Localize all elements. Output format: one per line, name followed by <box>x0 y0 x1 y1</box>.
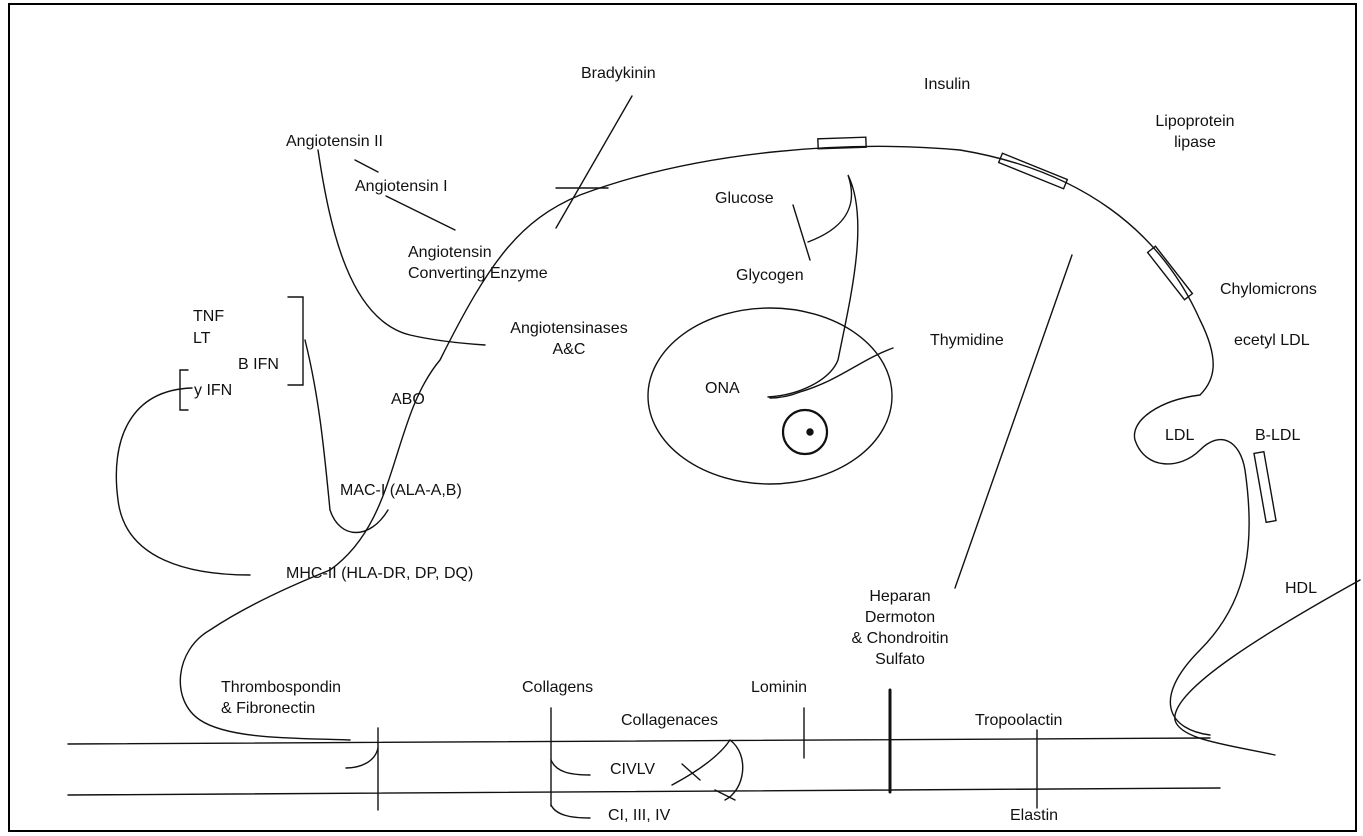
label-civlv: CIVLV <box>610 759 655 780</box>
lipase-receptor <box>999 153 1068 188</box>
label-mhc-ii: MHC-II (HLA-DR, DP, DQ) <box>286 563 473 584</box>
nucleolus <box>783 410 827 454</box>
label-angiotensinases: Angiotensinases A&C <box>504 318 634 360</box>
label-thrombospondin: Thrombospondin & Fibronectin <box>221 677 341 719</box>
label-glycogen: Glycogen <box>736 265 804 286</box>
civlv-hook <box>551 760 590 775</box>
nucleus <box>648 308 892 484</box>
thymidine-curve <box>770 348 893 398</box>
cell-membrane <box>180 146 1249 740</box>
nucleolus-dot <box>807 429 813 435</box>
label-thymidine: Thymidine <box>930 330 1004 351</box>
angio-ii-connector <box>355 160 378 172</box>
label-hdl: HDL <box>1285 578 1317 599</box>
label-collagenaces: Collagenaces <box>621 710 718 731</box>
basement-line-upper <box>68 738 1210 744</box>
label-b-ifn: B IFN <box>238 354 279 375</box>
glycogen-hook <box>768 175 858 397</box>
label-collagens: Collagens <box>522 677 593 698</box>
label-elastin: Elastin <box>1010 805 1058 826</box>
label-ona: ONA <box>705 378 740 399</box>
yifn-bracket <box>180 370 188 410</box>
label-y-ifn: y IFN <box>194 380 232 401</box>
label-heparan: Heparan Dermoton & Chondroitin Sulfato <box>835 586 965 670</box>
label-insulin: Insulin <box>924 74 970 95</box>
label-b-ldl: B-LDL <box>1255 425 1300 446</box>
label-acetyl-ldl: ecetyl LDL <box>1234 330 1310 351</box>
bifn-curve <box>305 340 388 533</box>
label-lominin: Lominin <box>751 677 807 698</box>
label-glucose: Glucose <box>715 188 774 209</box>
label-angiotensin-i: Angiotensin I <box>355 176 448 197</box>
heparan-line <box>955 255 1072 588</box>
label-angiotensin-ii: Angiotensin II <box>286 131 383 152</box>
label-lipoprotein-lipase: Lipoprotein lipase <box>1140 111 1250 153</box>
label-ci-iii-iv: CI, III, IV <box>608 805 670 826</box>
label-mac-i: MAC-I (ALA-A,B) <box>340 480 462 501</box>
label-abo: ABO <box>391 389 425 410</box>
hdl-curve <box>1175 580 1360 755</box>
label-tropoolactin: Tropoolactin <box>975 710 1062 731</box>
basement-line-lower <box>68 788 1220 795</box>
thrombo-hook <box>346 748 378 768</box>
ifn-bracket <box>288 297 303 385</box>
label-chylomicrons: Chylomicrons <box>1220 279 1317 300</box>
glucose-glycogen-line <box>793 205 810 260</box>
yifn-loop <box>116 388 250 575</box>
bradykinin-line <box>556 96 632 228</box>
ci-hook <box>551 805 590 818</box>
bldl-receptor <box>1254 452 1276 523</box>
label-bradykinin: Bradykinin <box>581 63 656 84</box>
label-ldl: LDL <box>1165 425 1194 446</box>
label-lt: LT <box>193 328 210 349</box>
label-ace: Angiotensin Converting Enzyme <box>408 242 548 284</box>
angio-i-connector <box>386 196 455 230</box>
label-tnf: TNF <box>193 306 224 327</box>
